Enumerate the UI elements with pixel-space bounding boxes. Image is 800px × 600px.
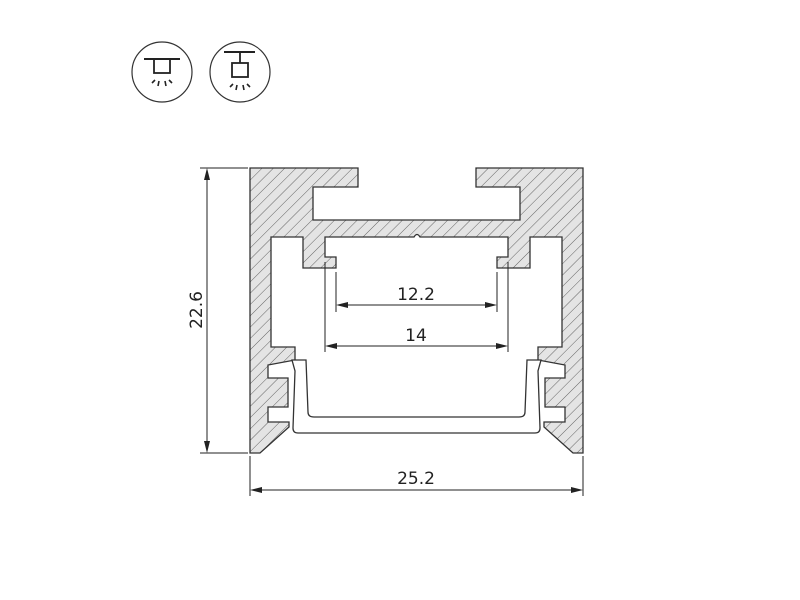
diffuser-insert [291, 359, 542, 434]
dimension-inner-slot: 12.2 [335, 272, 498, 312]
dimension-width: 25.2 [249, 456, 584, 496]
dimension-width-label: 25.2 [397, 469, 435, 489]
dimension-height: 22.6 [187, 167, 248, 454]
profile-section [249, 167, 584, 454]
suspended-mount-icon [209, 41, 271, 103]
dimension-height-label: 22.6 [187, 291, 207, 329]
dimension-inner-width: 14 [324, 262, 509, 352]
dimension-inner-width-label: 14 [405, 326, 427, 346]
surface-mount-icon [131, 41, 193, 103]
dimension-inner-slot-label: 12.2 [397, 285, 435, 305]
